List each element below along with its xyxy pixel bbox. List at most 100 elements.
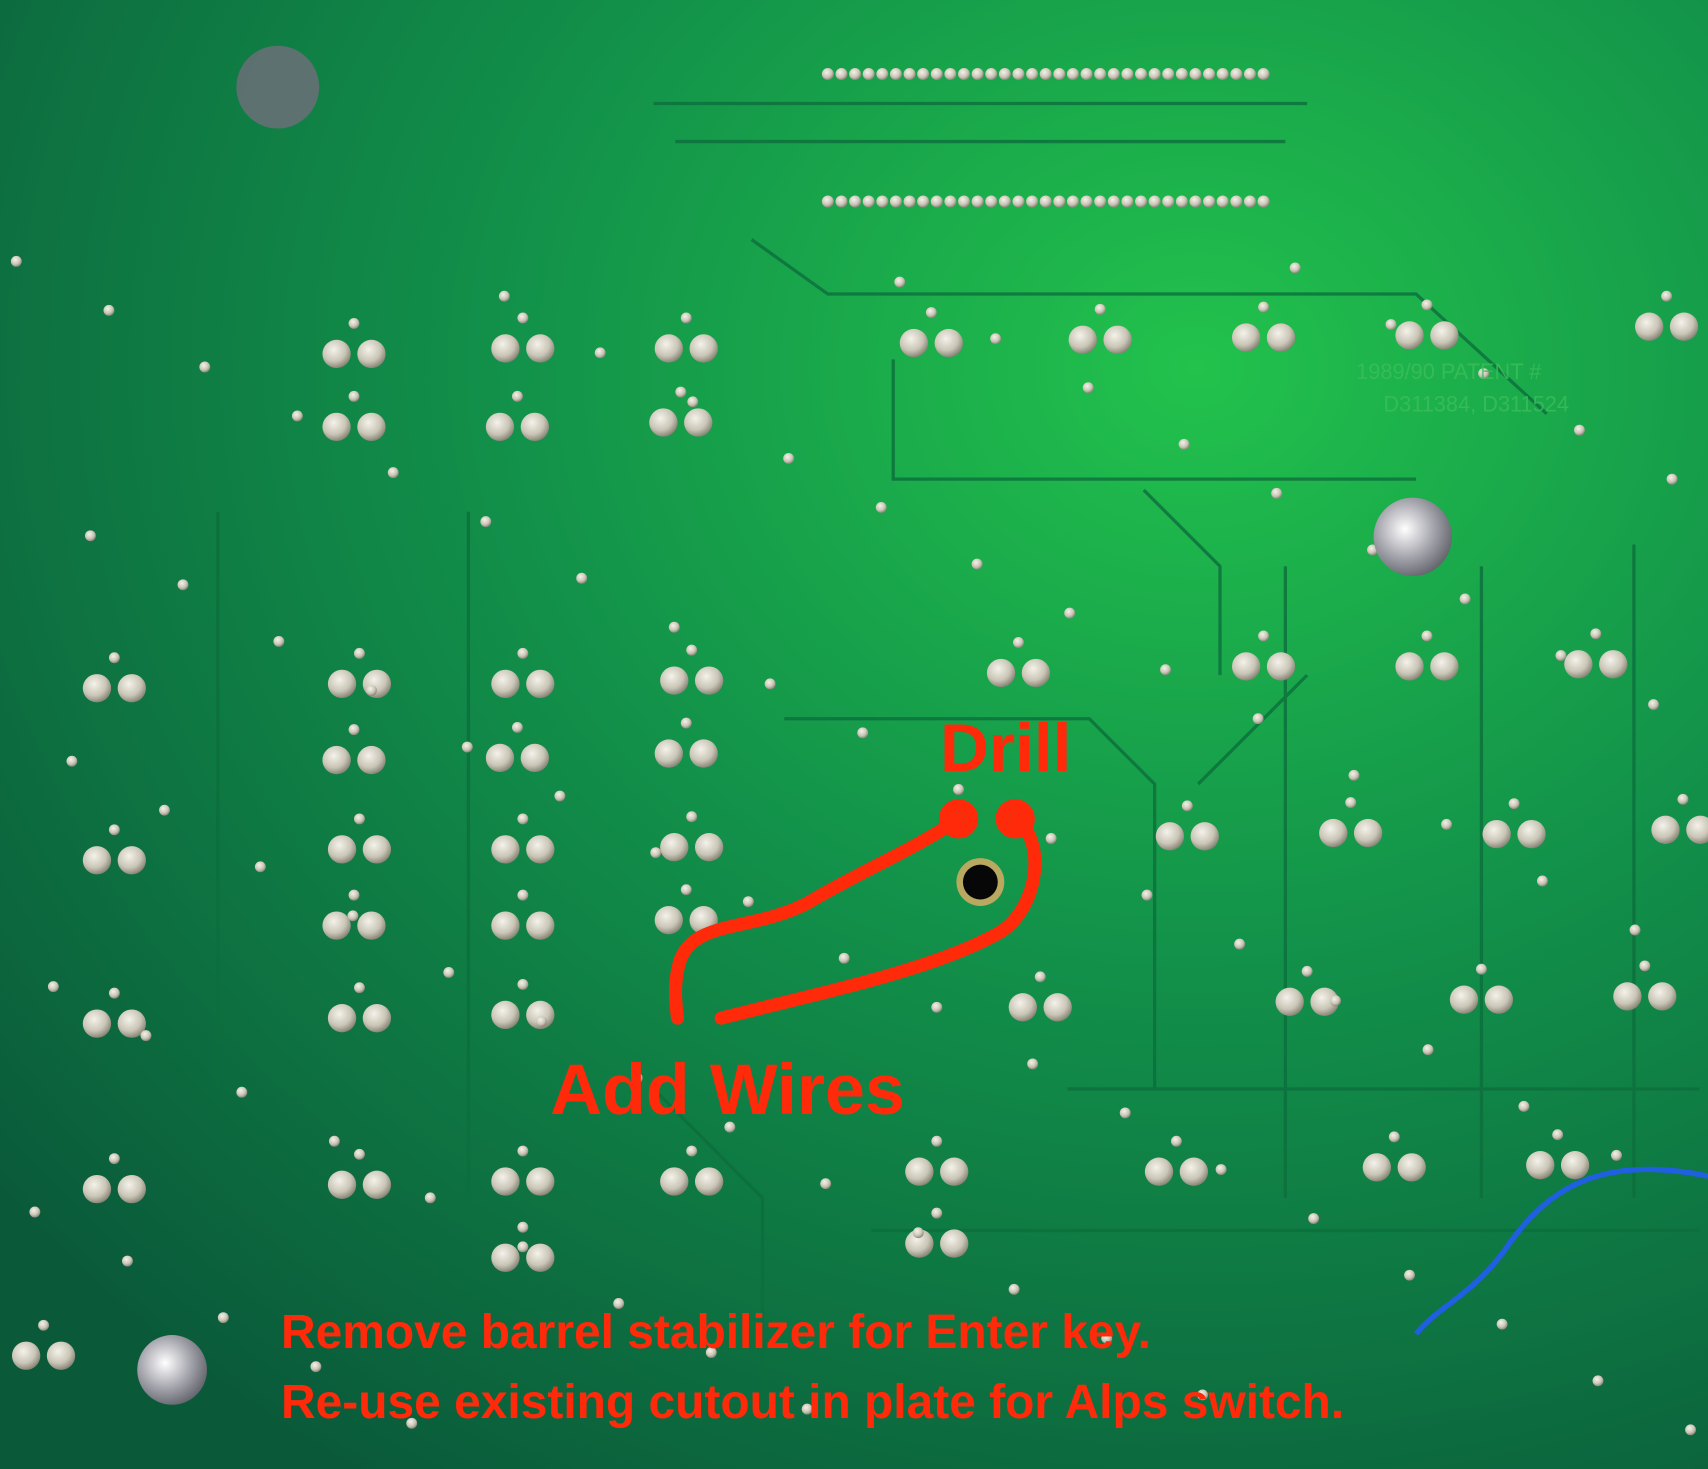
- solder-pad: [520, 743, 549, 773]
- solder-pad: [1475, 963, 1487, 975]
- blue-wire: [1413, 1166, 1708, 1336]
- drill-point-right: [995, 799, 1035, 839]
- solder-pad: [357, 911, 386, 940]
- solder-pad: [11, 1341, 41, 1370]
- solder-pad: [990, 333, 1002, 345]
- solder-pad: [327, 1004, 357, 1033]
- solder-pad: [348, 724, 360, 736]
- solder-pad: [485, 412, 515, 442]
- solder-pad: [1651, 815, 1680, 844]
- connector-pin: [1230, 68, 1243, 81]
- solder-pad: [517, 312, 529, 324]
- connector-pin: [1121, 195, 1134, 208]
- connector-pin: [1012, 68, 1025, 81]
- solder-pad: [660, 1167, 689, 1196]
- solder-pad: [742, 896, 754, 908]
- solder-pad: [1422, 1044, 1434, 1056]
- solder-pad: [1181, 800, 1193, 812]
- solder-pad: [1266, 323, 1296, 352]
- solder-pad: [310, 1361, 322, 1373]
- connector-pin: [1026, 195, 1039, 208]
- solder-pad: [424, 1192, 436, 1204]
- solder-pad: [491, 669, 520, 699]
- drill-hole-center: [962, 864, 998, 900]
- solder-pad: [236, 1086, 248, 1098]
- solder-pad: [1669, 312, 1699, 341]
- solder-pad: [357, 339, 386, 369]
- connector-pin: [1162, 68, 1175, 81]
- connector-pin: [958, 68, 971, 81]
- solder-pad: [1518, 1100, 1530, 1112]
- solder-pad: [117, 846, 146, 875]
- solder-pad: [1008, 993, 1037, 1022]
- connector-pin: [821, 68, 834, 81]
- connector-pin: [944, 195, 957, 208]
- solder-pad: [931, 1207, 943, 1219]
- solder-pad: [1231, 652, 1261, 681]
- solder-pad: [1348, 769, 1360, 781]
- connector-pin: [1216, 68, 1229, 81]
- solder-pad: [199, 361, 211, 373]
- solder-pad: [1449, 985, 1479, 1014]
- solder-pad: [1592, 1375, 1604, 1387]
- solder-pad: [1459, 593, 1471, 605]
- solder-pad: [1101, 1332, 1113, 1344]
- solder-pad: [526, 669, 555, 699]
- solder-pad: [526, 334, 555, 363]
- solder-pad: [82, 1009, 112, 1038]
- solder-pad: [117, 1174, 146, 1204]
- drill-point-left: [938, 799, 979, 839]
- solder-pad: [940, 1157, 969, 1186]
- solder-pad: [1635, 312, 1664, 341]
- silkscreen-line2: D311384, D311524: [1383, 392, 1569, 417]
- connector-pin: [876, 68, 889, 81]
- solder-pad: [1258, 301, 1270, 313]
- connector-pin: [1039, 68, 1052, 81]
- solder-pad: [1613, 982, 1642, 1011]
- solder-pad: [517, 1145, 529, 1157]
- drill-label: Drill: [940, 711, 1071, 786]
- solder-pad: [66, 755, 78, 767]
- solder-pad: [491, 334, 520, 363]
- connector-pin: [1257, 68, 1270, 81]
- solder-pad: [912, 1227, 924, 1239]
- solder-pad: [1308, 1213, 1320, 1224]
- solder-pad: [1008, 1283, 1020, 1295]
- note-line-2: Re-use existing cutout in plate for Alps…: [281, 1376, 1344, 1429]
- solder-pad: [535, 1015, 547, 1027]
- connector-pin: [889, 195, 902, 208]
- connector-pin: [835, 68, 848, 81]
- solder-pad: [689, 739, 718, 768]
- solder-pad: [680, 884, 692, 896]
- solder-pad: [1266, 652, 1296, 681]
- solder-pad: [1197, 1389, 1209, 1401]
- solder-pad: [1564, 650, 1593, 679]
- connector-pin: [1053, 195, 1066, 208]
- solder-pad: [526, 1167, 555, 1196]
- connector-pin: [971, 195, 984, 208]
- solder-pad: [46, 1341, 76, 1370]
- solder-pad: [1021, 658, 1051, 688]
- solder-pad: [108, 652, 120, 664]
- solder-pad: [491, 911, 520, 940]
- connector-pin: [862, 68, 875, 81]
- solder-pad: [680, 717, 692, 729]
- solder-pad: [1397, 1153, 1426, 1182]
- solder-pad: [517, 1241, 529, 1253]
- solder-pad: [931, 1135, 943, 1147]
- solder-pad: [108, 1153, 120, 1165]
- solder-pad: [1094, 303, 1106, 315]
- connector-pin: [958, 195, 971, 208]
- connector-pin: [1026, 68, 1039, 81]
- solder-pad: [1045, 833, 1057, 844]
- solder-pad: [1353, 818, 1383, 848]
- solder-pad: [1082, 382, 1094, 394]
- solder-pad: [554, 790, 566, 802]
- solder-pad: [406, 1417, 418, 1429]
- solder-pad: [526, 1243, 555, 1272]
- solder-pad: [108, 824, 120, 836]
- solder-pad: [1027, 1058, 1039, 1070]
- connector-pin: [1066, 195, 1079, 208]
- solder-pad: [940, 1229, 969, 1258]
